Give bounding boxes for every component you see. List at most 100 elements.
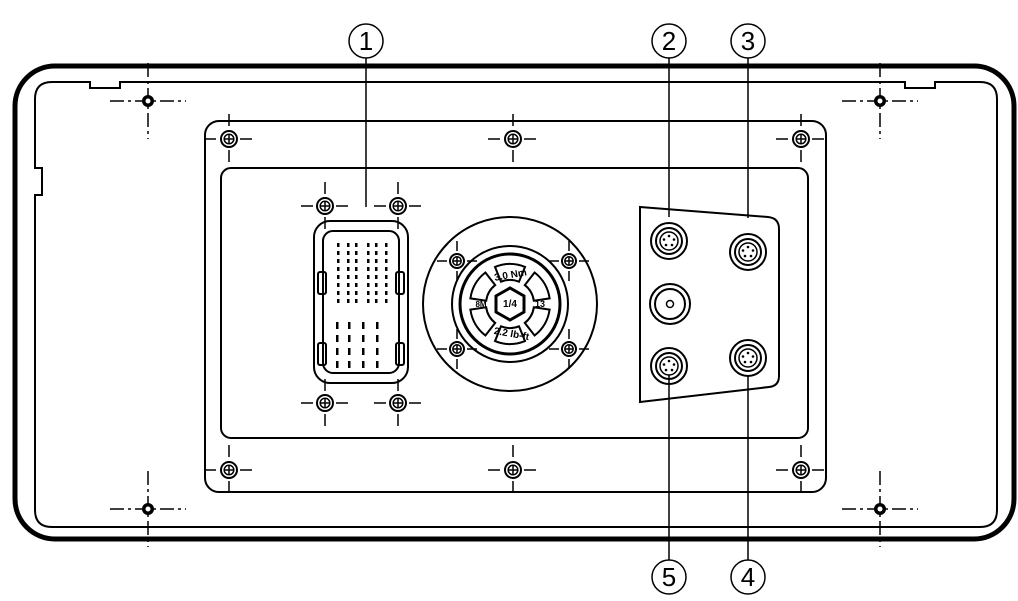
pin [347, 283, 350, 287]
pin [375, 267, 378, 271]
cap-torque-bottom: 2.2 lb-ft [493, 326, 531, 343]
pin-large [362, 348, 365, 355]
callout-circle [730, 23, 766, 59]
cap-slot [493, 324, 527, 346]
pin [385, 299, 388, 303]
connector-screw-top-left [301, 182, 349, 230]
callout-4: 4 [730, 375, 766, 595]
callout-number: 1 [359, 26, 373, 56]
connector-latch-left-top [317, 271, 327, 295]
pin [337, 291, 340, 295]
pin [375, 299, 378, 303]
mounting-plate [204, 120, 827, 493]
pin [385, 267, 388, 271]
cap-slot [493, 262, 527, 284]
cap-hex [494, 286, 526, 322]
pin [337, 259, 340, 263]
pin [347, 251, 350, 255]
housing-bolt-top-right [842, 63, 918, 139]
connector-latch-right-bottom [395, 342, 405, 366]
cap-right-label: 13 [535, 299, 545, 309]
pin-large [336, 361, 339, 368]
pin-large [348, 348, 351, 355]
housing-bolt-bottom-right [842, 471, 918, 547]
cap-hex-label: 1/4 [503, 299, 517, 310]
connector-latch-left-bottom [317, 342, 327, 366]
cap-slot [523, 306, 551, 337]
pin [355, 267, 358, 271]
pin-large [376, 322, 379, 329]
pin [367, 259, 370, 263]
pin-large [348, 335, 351, 342]
cap-slot [523, 271, 551, 302]
pin [385, 275, 388, 279]
callout-circle [651, 559, 687, 595]
sensor-ports [649, 222, 767, 385]
cap-bolt-circle [451, 245, 569, 363]
callout-circle [651, 23, 687, 59]
cap-outer-ring [422, 216, 598, 392]
cap-bolt-top-right [549, 241, 589, 281]
callout-circle [348, 23, 384, 59]
plate-screw-bottom-right [776, 445, 826, 495]
center-cap: 1/4 3.0 Nm 2.2 lb-ft 8M 13 [422, 216, 598, 392]
callout-5: 5 [651, 375, 687, 595]
connector-body-inner [322, 230, 400, 374]
pin [385, 283, 388, 287]
connector-screw-bottom-right [374, 379, 422, 427]
sensor-port-2 [650, 222, 688, 260]
plate-screw-bottom-center [488, 445, 538, 495]
pin-large [376, 348, 379, 355]
pin [355, 299, 358, 303]
outer-housing [12, 63, 1017, 542]
callout-number: 2 [662, 26, 676, 56]
pin [337, 251, 340, 255]
pin [337, 267, 340, 271]
pin [355, 275, 358, 279]
pin [375, 283, 378, 287]
pin [355, 251, 358, 255]
pin [367, 283, 370, 287]
callout-number: 5 [662, 562, 676, 592]
pin-large [348, 361, 351, 368]
cap-bolt-top-left [437, 241, 477, 281]
pin [355, 259, 358, 263]
sensor-port-3 [729, 233, 767, 271]
pin [355, 291, 358, 295]
callout-number: 3 [741, 26, 755, 56]
cap-bolt-bottom-right [549, 329, 589, 369]
callout-circle [730, 559, 766, 595]
pin [367, 243, 370, 247]
pin [375, 243, 378, 247]
multi-pin-connector [313, 220, 409, 384]
pin [367, 291, 370, 295]
pin [367, 299, 370, 303]
pin [347, 291, 350, 295]
pin [355, 283, 358, 287]
callout-group: 1 2 3 4 5 [348, 23, 766, 595]
pin-large [362, 322, 365, 329]
pin [337, 283, 340, 287]
inner-recess [220, 167, 809, 439]
pin-large [376, 335, 379, 342]
cap-rim [458, 252, 562, 356]
pin [367, 267, 370, 271]
sensor-panel [639, 205, 780, 404]
pin-large [336, 322, 339, 329]
pin-large [348, 322, 351, 329]
cap-bolt-bottom-left [437, 329, 477, 369]
pin [337, 243, 340, 247]
pin [367, 251, 370, 255]
cap-left-label: 8M [475, 300, 486, 309]
pin [347, 259, 350, 263]
cap-slot [469, 306, 497, 337]
housing-bolt-bottom-left [110, 471, 186, 547]
pin-large [336, 335, 339, 342]
pin [347, 267, 350, 271]
pin [347, 275, 350, 279]
sensor-port-4 [729, 339, 767, 377]
callout-number: 4 [741, 562, 755, 592]
connector-screw-bottom-left [301, 379, 349, 427]
connector-body-outer [313, 220, 409, 384]
